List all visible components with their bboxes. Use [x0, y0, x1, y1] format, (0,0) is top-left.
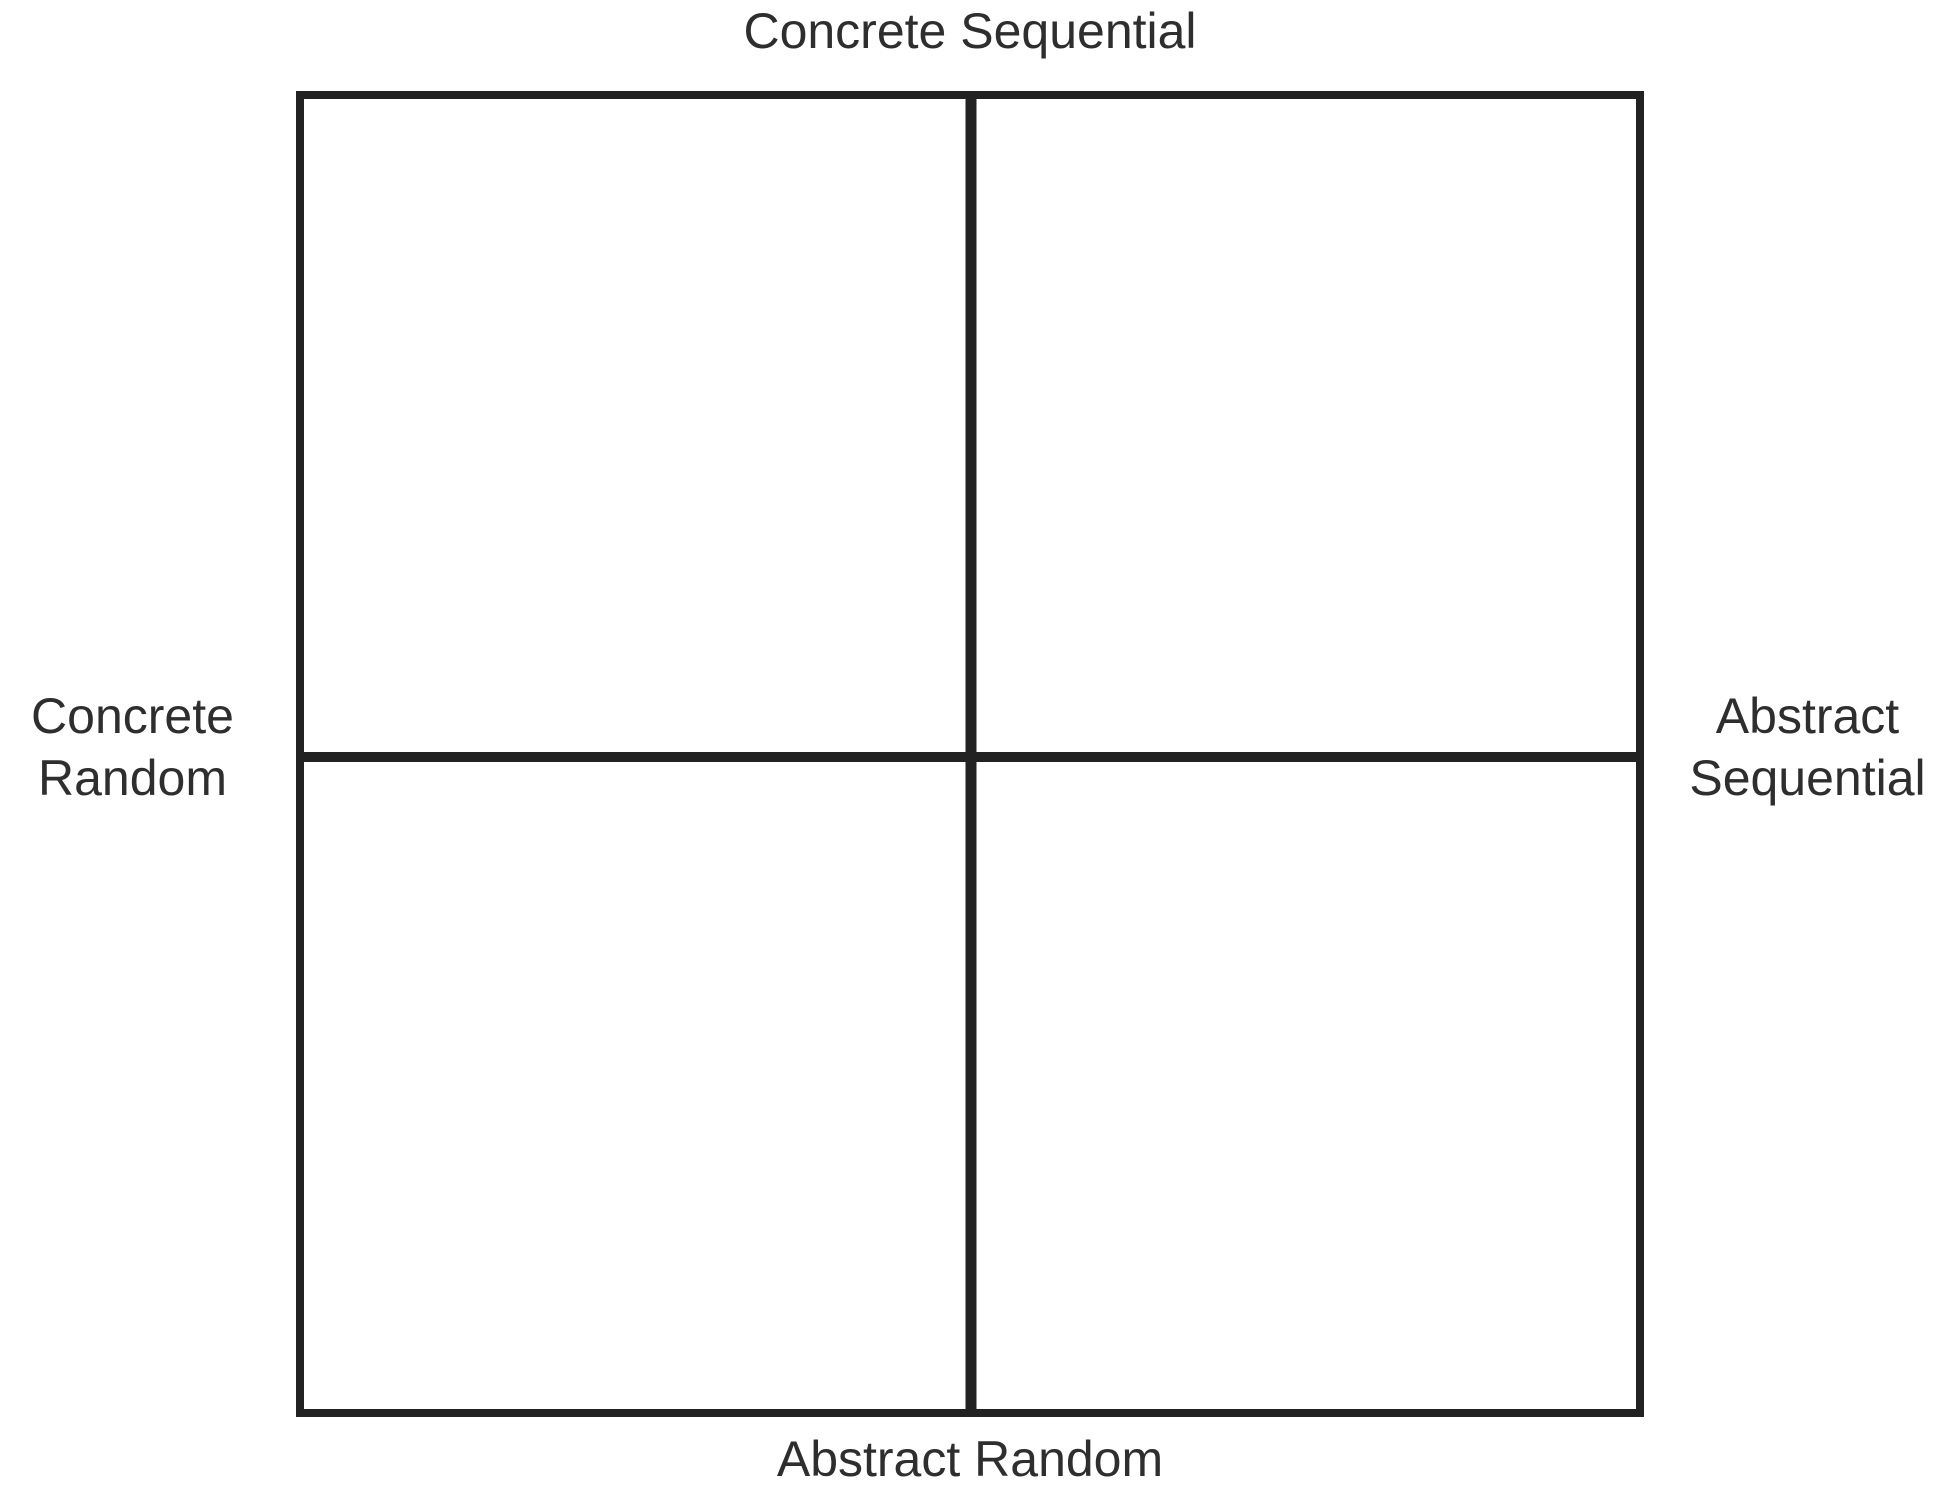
- quadrant-top-right: [970, 95, 1640, 755]
- quadrant-grid: [296, 91, 1644, 1417]
- right-axis-label-line2: Sequential: [1689, 750, 1926, 806]
- quadrant-bottom-right: [970, 755, 1640, 1413]
- quadrant-bottom-left: [300, 755, 970, 1413]
- top-axis-label: Concrete Sequential: [743, 3, 1197, 59]
- left-axis-label: Concrete Random: [0, 685, 265, 809]
- bottom-axis-label: Abstract Random: [776, 1431, 1164, 1487]
- left-axis-label-line2: Random: [38, 750, 227, 806]
- right-axis-label: Abstract Sequential: [1668, 685, 1947, 809]
- quadrant-top-left: [300, 95, 970, 755]
- right-axis-label-line1: Abstract: [1715, 688, 1900, 744]
- left-axis-label-line1: Concrete: [31, 688, 234, 744]
